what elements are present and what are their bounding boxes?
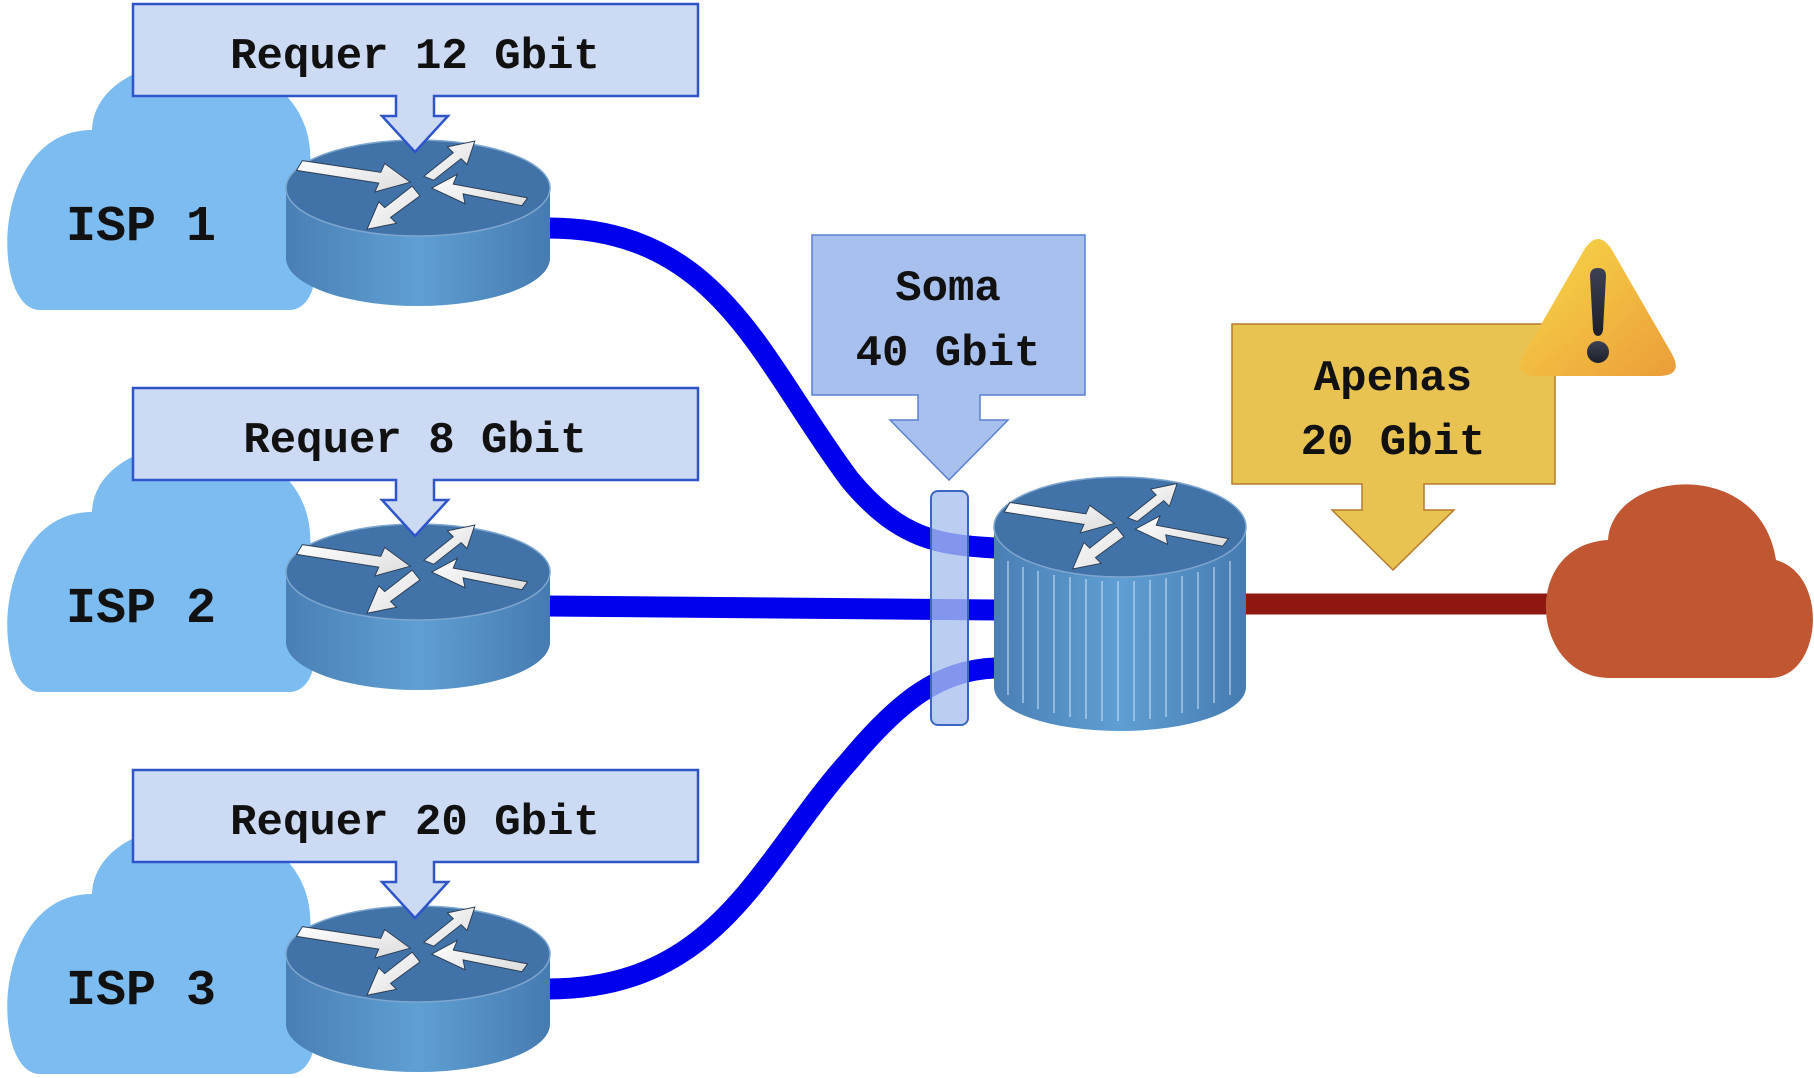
- isp-2-router-icon: [285, 523, 551, 690]
- isp-3-label: ISP 3: [66, 963, 216, 1020]
- isp-2-requirement-text: Requer 8 Gbit: [243, 416, 586, 466]
- isp-1-requirement-text: Requer 12 Gbit: [230, 32, 600, 82]
- sum-label-line1: Soma: [895, 264, 1001, 314]
- isp-3-cloud-icon: [7, 825, 316, 1074]
- limit-label-line2: 20 Gbit: [1301, 418, 1486, 468]
- sum-label-line2: 40 Gbit: [856, 329, 1041, 379]
- aggregation-bar: [930, 490, 969, 726]
- isp-2-cloud-icon: [7, 443, 316, 692]
- sum-callout: Soma 40 Gbit: [811, 234, 1086, 482]
- isp-2-label: ISP 2: [66, 581, 216, 638]
- uplink-isp-2: [547, 595, 996, 621]
- warning-icon: [1520, 239, 1676, 376]
- limit-label-line1: Apenas: [1314, 354, 1472, 404]
- core-router-icon: [993, 476, 1247, 731]
- isp-2-requirement-callout: Requer 8 Gbit: [131, 386, 700, 538]
- internet-cloud-icon: [1545, 484, 1813, 678]
- limit-callout: Apenas 20 Gbit: [1231, 323, 1556, 572]
- isp-3-requirement-text: Requer 20 Gbit: [230, 798, 600, 848]
- isp-1-router-icon: [285, 139, 551, 306]
- isp-1-requirement-callout: Requer 12 Gbit: [131, 2, 700, 154]
- isp-3-requirement-callout: Requer 20 Gbit: [131, 768, 700, 920]
- isp-1-cloud-icon: [7, 61, 316, 310]
- isp-1-label: ISP 1: [66, 199, 216, 256]
- isp-3-router-icon: [285, 905, 551, 1072]
